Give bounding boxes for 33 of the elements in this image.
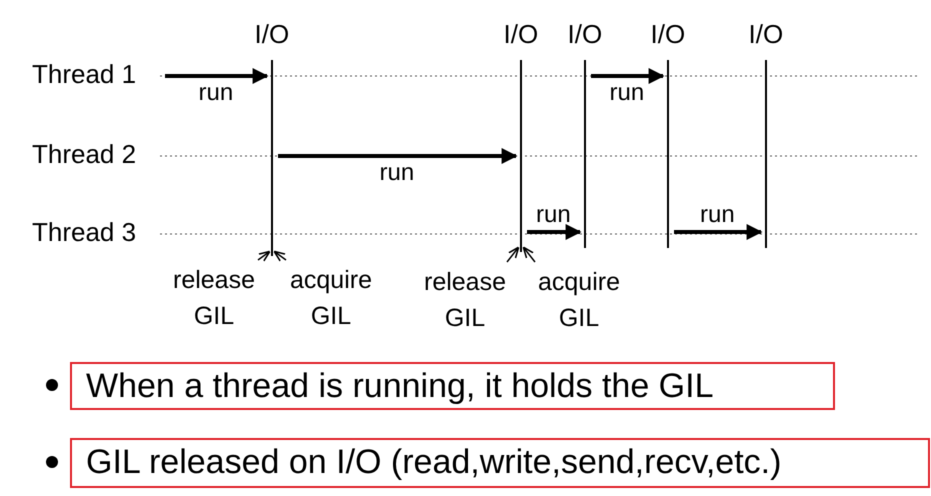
edge-label: run xyxy=(380,160,414,186)
leader-arrow xyxy=(506,246,520,262)
thread-label: Thread 1 xyxy=(32,60,136,89)
leader-arrow xyxy=(273,250,286,262)
io-label: I/O xyxy=(504,20,538,49)
run-arrow xyxy=(527,224,582,240)
io-label: I/O xyxy=(254,20,290,49)
run-arrow xyxy=(674,224,763,240)
io-event-line xyxy=(765,60,767,248)
edge-label: run xyxy=(536,202,571,228)
io-event-line xyxy=(520,60,522,252)
io-event-line xyxy=(667,60,669,248)
io-label: I/O xyxy=(650,20,686,49)
acquire-label: acquire GIL xyxy=(524,264,634,336)
run-arrow xyxy=(591,68,665,84)
thread-label: Thread 3 xyxy=(32,218,136,247)
edge-label: run xyxy=(198,80,234,106)
run-arrow xyxy=(278,148,518,164)
acquire-label: acquire GIL xyxy=(276,262,386,334)
thread-label: Thread 2 xyxy=(32,140,136,169)
statement-box: When a thread is running, it holds the GIL xyxy=(70,362,835,410)
leader-arrow xyxy=(522,246,536,262)
release-label: release GIL xyxy=(159,262,269,334)
release-label: release GIL xyxy=(410,264,520,336)
edge-label: run xyxy=(700,202,735,228)
edge-label: run xyxy=(610,80,644,106)
io-label: I/O xyxy=(568,20,602,49)
io-event-line xyxy=(271,60,273,256)
io-label: I/O xyxy=(748,20,784,49)
run-arrow xyxy=(165,68,269,84)
io-event-line xyxy=(584,60,586,248)
leader-arrow xyxy=(258,250,271,262)
statement-box: GIL released on I/O (read,write,send,recv,etc.) xyxy=(70,438,930,488)
